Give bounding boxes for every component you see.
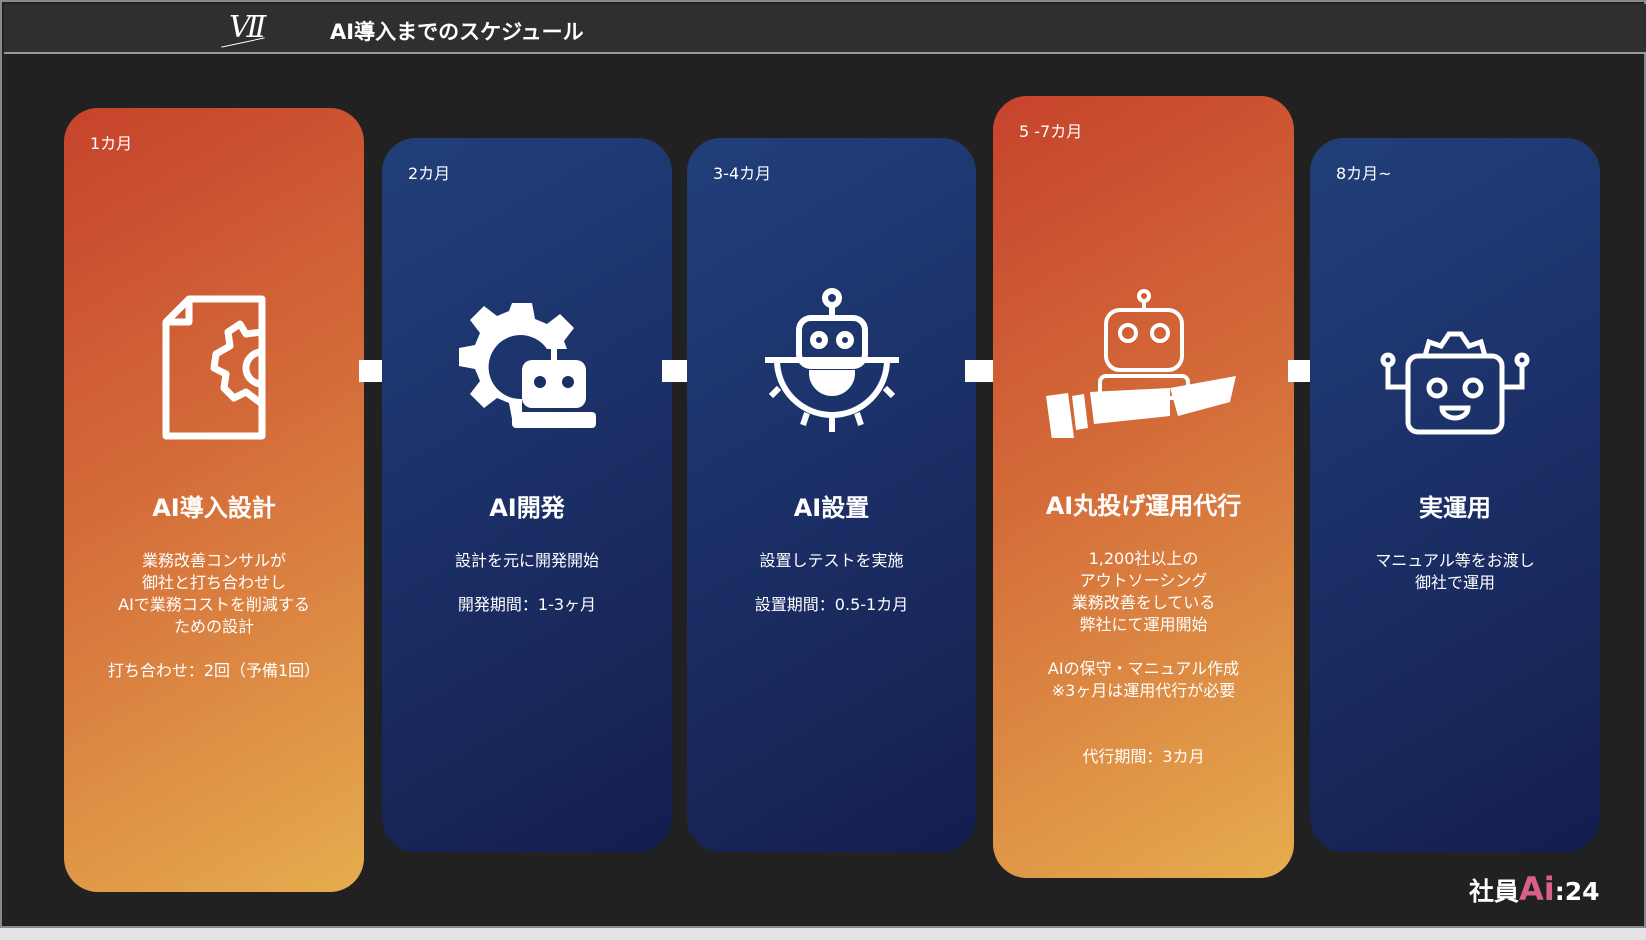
header: VII AI導入までのスケジュール [4, 4, 1646, 54]
step-name: AI開発 [489, 494, 565, 522]
gear-robot-icon [459, 303, 596, 428]
step-period: 3-4カ月 [713, 164, 772, 183]
brand-ai: Ai [1519, 870, 1555, 908]
step-description: 設計を元に開発開始 [454, 551, 599, 570]
page-title: AI導入までのスケジュール [330, 20, 584, 44]
document-gear-icon [162, 295, 266, 440]
step-description: 1,200社以上の アウトソーシング 業務改善をしている 弊社にて運用開始 AI… [1047, 549, 1240, 700]
step-name: AI丸投げ運用代行 [1045, 492, 1242, 520]
hand-robot-icon [1045, 289, 1236, 438]
step-name: AI導入設計 [152, 494, 276, 522]
step-card-operation-outsourcing: 5 -7カ月 AI丸投げ運用代行 1,200社以上の アウトソーシング 業務改善… [993, 96, 1294, 878]
step-name: AI設置 [793, 494, 870, 522]
step-period: 8カ月~ [1336, 164, 1392, 183]
step-card-development: 2カ月 AI開発 設計を元に開発開始 開発期間：1-3ヶ月 [382, 138, 672, 852]
brand-prefix: 社員 [1469, 877, 1520, 906]
robot-face-icon [1380, 331, 1530, 435]
step-name: 実運用 [1419, 494, 1491, 522]
step-card-installation: 3-4カ月 AI設置 設置しテストを実施 設置期間：0.5-1カ月 [687, 138, 976, 852]
step-note: 開発期間：1-3ヶ月 [457, 595, 597, 614]
step-note: 設置期間：0.5-1カ月 [754, 595, 909, 614]
step-note: 打ち合わせ：2回（予備1回） [107, 661, 321, 680]
step-description: マニュアル等をお渡し 御社で運用 [1375, 551, 1535, 592]
step-period: 5 -7カ月 [1019, 122, 1083, 141]
step-description: 業務改善コンサルが 御社と打ち合わせし AIで業務コストを削減する ための設計 [118, 551, 310, 636]
step-card-production-use: 8カ月~ 実運用 マニュアル等をお渡し 御社で運用 [1310, 138, 1600, 852]
step-note: 代行期間：3カ月 [1082, 747, 1205, 766]
step-card-design: 1カ月 AI導入設計 業務改善コンサルが 御社と打ち合わせし AIで業務コストを… [64, 108, 364, 892]
brand-logo: 社員Ai:24 [1469, 870, 1600, 908]
brand-suffix: :24 [1554, 877, 1600, 906]
robot-gear-icon [764, 288, 899, 432]
company-logo: VII [229, 10, 266, 45]
step-period: 2カ月 [408, 164, 451, 183]
step-description: 設置しテストを実施 [759, 551, 904, 570]
step-period: 1カ月 [90, 134, 133, 153]
